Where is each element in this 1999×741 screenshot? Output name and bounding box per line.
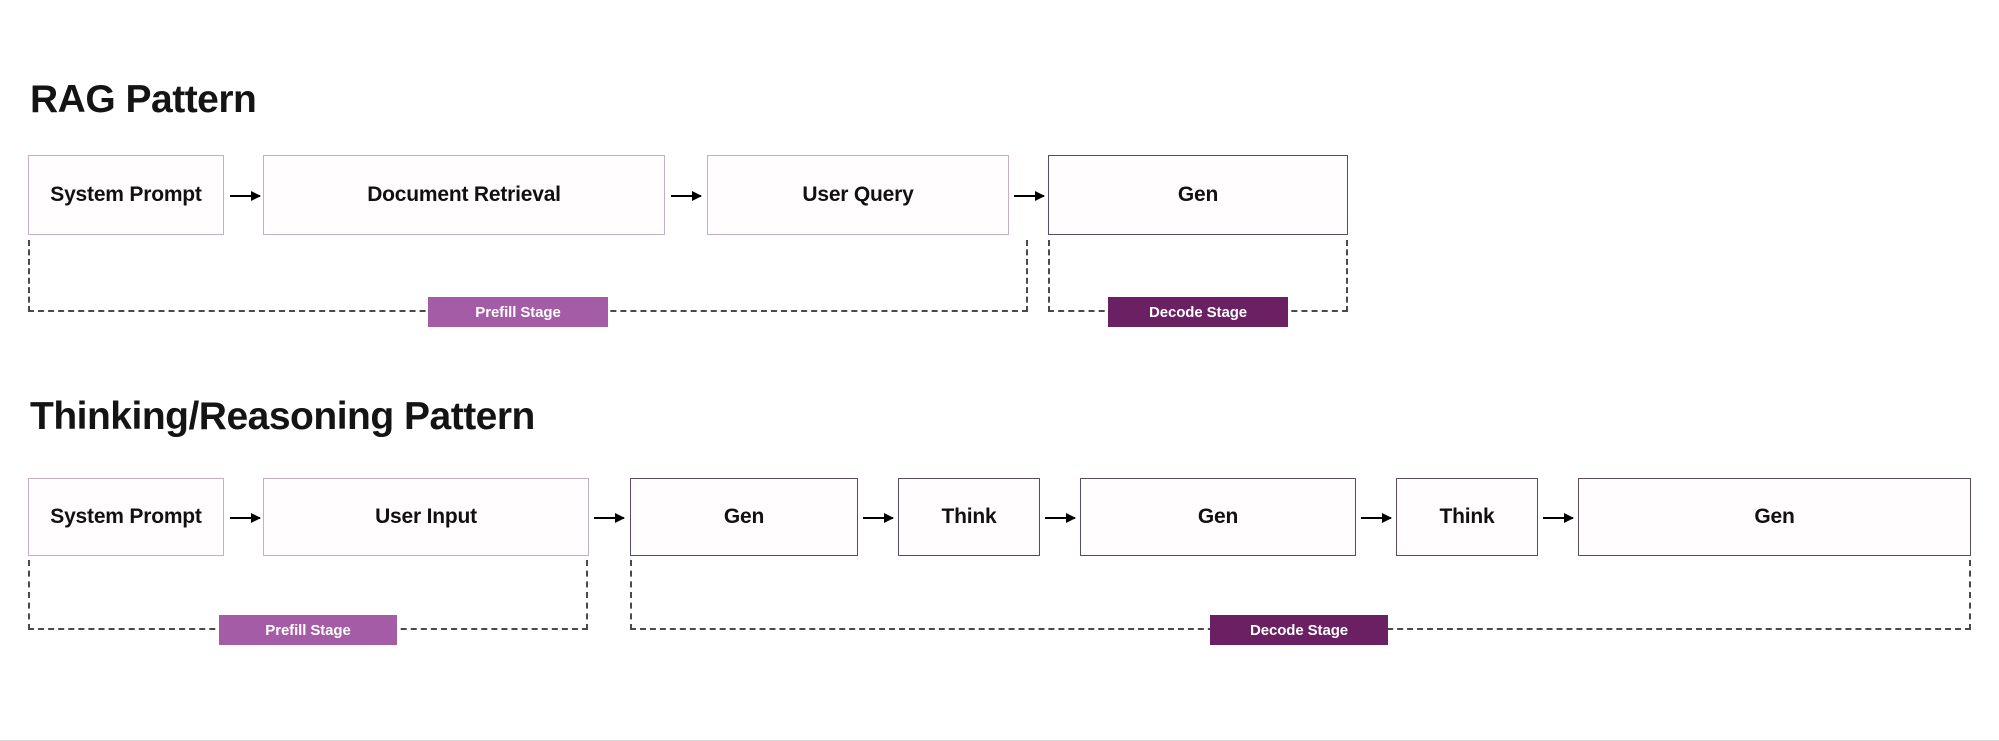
stage-label-rag-decode: Decode Stage <box>1108 297 1288 327</box>
flow-box-thinking-gen-2[interactable]: Gen <box>1080 478 1356 556</box>
stage-label-thinking-prefill: Prefill Stage <box>219 615 397 645</box>
stage-label-thinking-decode: Decode Stage <box>1210 615 1388 645</box>
flow-box-thinking-gen-1[interactable]: Gen <box>630 478 858 556</box>
arrow-icon-thinking-4 <box>1045 513 1076 523</box>
flow-box-thinking-think-1[interactable]: Think <box>898 478 1040 556</box>
arrow-icon-thinking-6 <box>1543 513 1574 523</box>
arrow-icon-thinking-5 <box>1361 513 1392 523</box>
arrow-icon-thinking-2 <box>594 513 625 523</box>
flow-box-rag-document-retrieval[interactable]: Document Retrieval <box>263 155 665 235</box>
arrow-icon-rag-2 <box>671 191 702 201</box>
flow-box-rag-gen[interactable]: Gen <box>1048 155 1348 235</box>
flow-box-thinking-system-prompt[interactable]: System Prompt <box>28 478 224 556</box>
flow-box-rag-system-prompt[interactable]: System Prompt <box>28 155 224 235</box>
flow-box-thinking-think-2[interactable]: Think <box>1396 478 1538 556</box>
arrow-icon-rag-1 <box>230 191 261 201</box>
flow-box-thinking-gen-3[interactable]: Gen <box>1578 478 1971 556</box>
section-title-thinking: Thinking/Reasoning Pattern <box>30 395 535 438</box>
section-title-rag: RAG Pattern <box>30 78 257 121</box>
arrow-icon-thinking-3 <box>863 513 894 523</box>
flow-box-thinking-user-input[interactable]: User Input <box>263 478 589 556</box>
arrow-icon-rag-3 <box>1014 191 1045 201</box>
stage-label-rag-prefill: Prefill Stage <box>428 297 608 327</box>
flow-box-rag-user-query[interactable]: User Query <box>707 155 1009 235</box>
arrow-icon-thinking-1 <box>230 513 261 523</box>
